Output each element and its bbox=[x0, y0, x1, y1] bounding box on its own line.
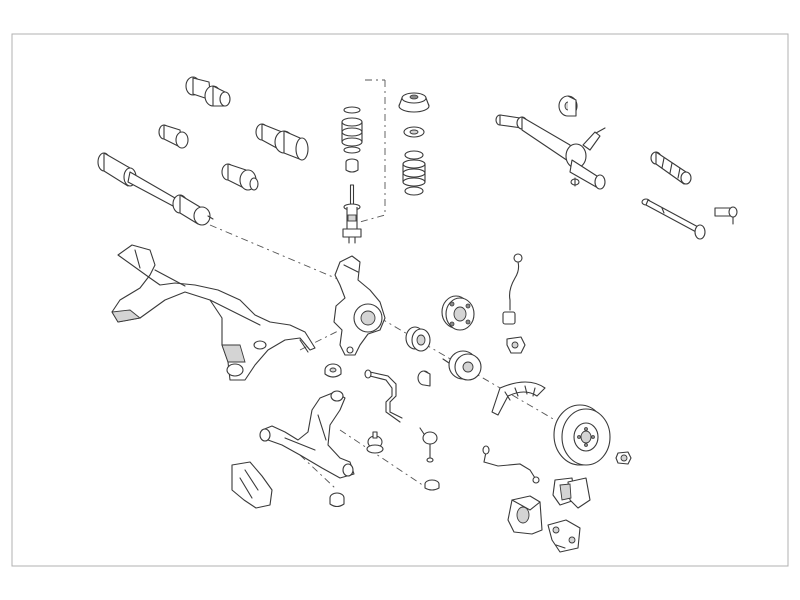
coil-spring[interactable] bbox=[402, 150, 426, 196]
axle-boot-large[interactable] bbox=[185, 76, 231, 107]
bump-stop[interactable] bbox=[345, 158, 359, 173]
heat-shield[interactable] bbox=[231, 461, 273, 509]
control-arm-bush-rear[interactable] bbox=[424, 479, 440, 491]
wheel-bearing[interactable] bbox=[441, 295, 475, 331]
rack-bush[interactable] bbox=[558, 95, 578, 117]
tie-rod-end[interactable] bbox=[714, 206, 738, 225]
sway-bar-bush[interactable] bbox=[417, 370, 431, 387]
brake-caliper[interactable] bbox=[507, 495, 543, 535]
wheel-hub[interactable] bbox=[442, 350, 482, 381]
bearing-ring[interactable] bbox=[405, 326, 431, 352]
strut-bearing[interactable] bbox=[403, 126, 425, 138]
splash-shield[interactable] bbox=[491, 381, 546, 416]
brake-pads[interactable] bbox=[552, 477, 591, 509]
axle-boot-small-right[interactable] bbox=[221, 163, 259, 191]
assembly-lines bbox=[209, 79, 556, 491]
control-arm-bush-front[interactable] bbox=[329, 492, 345, 508]
caliper-bracket[interactable] bbox=[547, 519, 581, 553]
steering-rack[interactable] bbox=[495, 114, 606, 190]
pad-wear-sensor[interactable] bbox=[482, 445, 540, 484]
tie-rod[interactable] bbox=[641, 198, 706, 240]
subframe[interactable] bbox=[111, 244, 316, 381]
hub-nut[interactable] bbox=[615, 451, 632, 465]
steering-knuckle[interactable] bbox=[333, 255, 386, 356]
ball-joint[interactable] bbox=[366, 431, 384, 454]
drawing-border bbox=[11, 33, 789, 567]
strut-boot-spring[interactable] bbox=[341, 106, 363, 154]
axle-boot-joint[interactable] bbox=[255, 123, 309, 161]
shock-absorber[interactable] bbox=[342, 184, 362, 244]
axle-boot-small-left[interactable] bbox=[158, 124, 189, 149]
strut-top-mount[interactable] bbox=[398, 92, 430, 113]
brake-caliper-small[interactable] bbox=[506, 336, 526, 354]
drive-shaft[interactable] bbox=[97, 152, 214, 226]
control-arm-bush-front[interactable] bbox=[324, 363, 342, 378]
abs-sensor[interactable] bbox=[502, 253, 523, 325]
stabilizer-link[interactable] bbox=[364, 369, 403, 423]
ball-joint-pin[interactable] bbox=[419, 427, 438, 463]
brake-disc[interactable] bbox=[553, 404, 611, 466]
steering-boot[interactable] bbox=[650, 151, 692, 185]
wishbone-control-arm[interactable] bbox=[259, 390, 355, 479]
